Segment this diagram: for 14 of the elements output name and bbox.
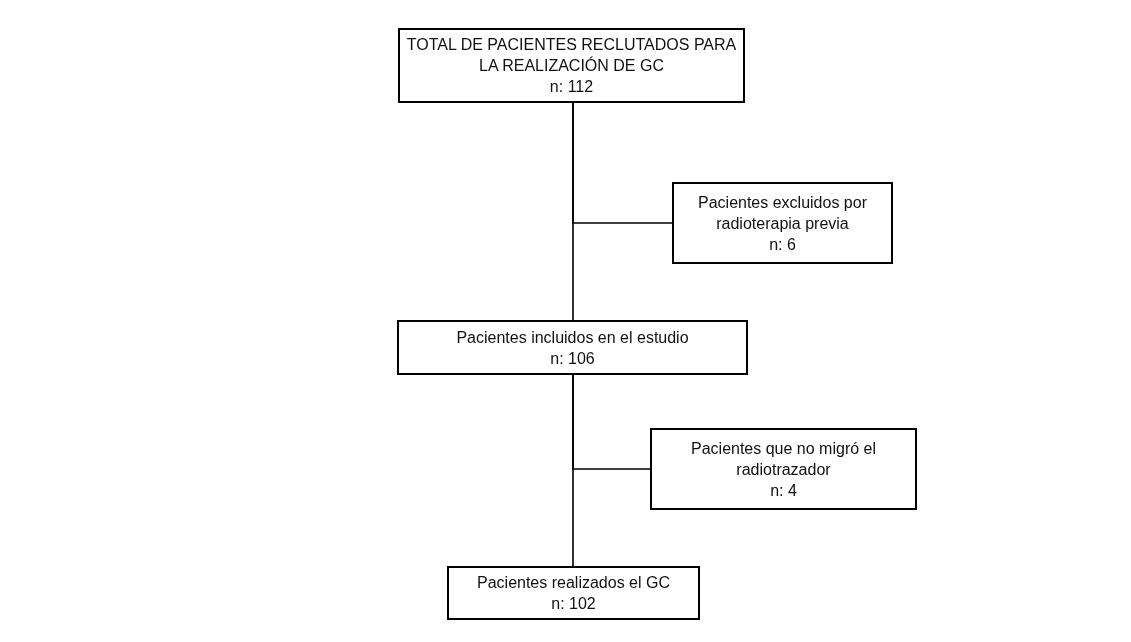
box-text: Pacientes incluidos en el estudio: [456, 327, 689, 348]
process-box: [672, 182, 893, 264]
connector-line: [572, 374, 651, 470]
process-box: [398, 28, 745, 103]
process-box: [397, 320, 748, 375]
process-box: [650, 428, 917, 510]
count-text: n: 112: [549, 77, 594, 97]
process-box: [447, 566, 700, 620]
connector-line: [572, 102, 673, 224]
count-text: n: 102: [551, 594, 596, 614]
box-text: Pacientes realizados el GC: [477, 573, 670, 593]
count-text: n: 4: [770, 480, 797, 501]
count-text: n: 106: [550, 348, 595, 369]
count-text: n: 6: [769, 234, 796, 255]
